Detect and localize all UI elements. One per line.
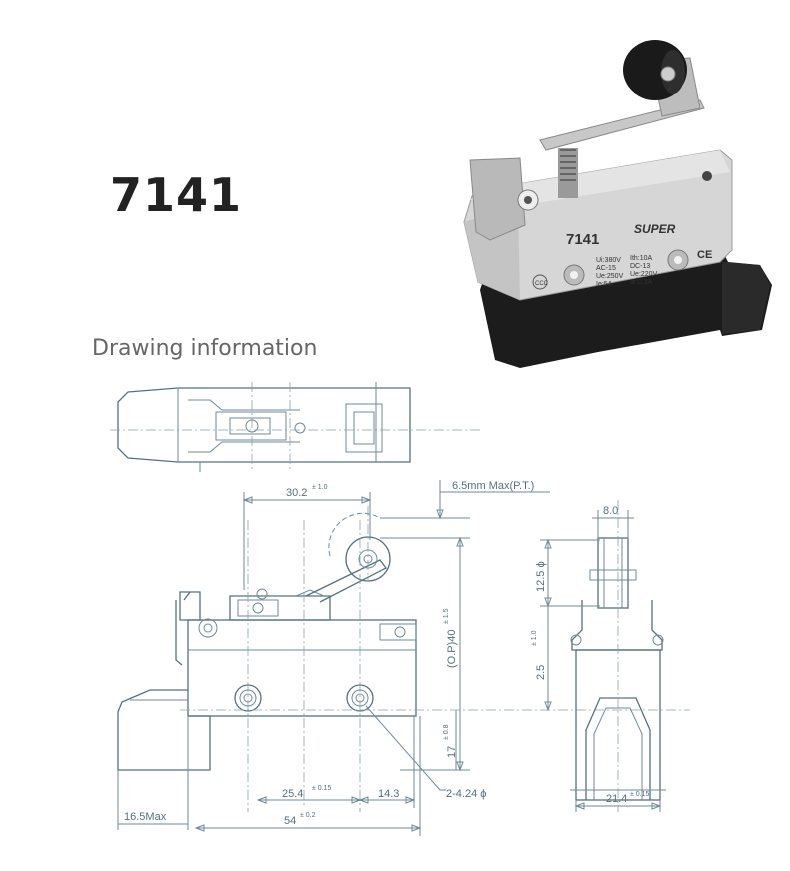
dim-pt: 6.5mm Max(P.T.) [452, 480, 534, 492]
rating-left-2: AC-15 [596, 265, 616, 272]
dim-54: 54 [284, 815, 296, 827]
dim-2-5: 2.5 [535, 665, 547, 680]
dim-17-tol: ± 0.8 [443, 724, 450, 740]
section-title: Drawing information [92, 336, 318, 361]
ccc-mark: CCC [535, 281, 549, 287]
dim-14-3: 14.3 [378, 788, 399, 800]
photo-model-label: 7141 [566, 231, 599, 248]
dim-holes: 2-4.24 ϕ [446, 788, 486, 800]
dim-op40-tol: ± 1.5 [443, 608, 450, 624]
rating-left-1: Ui:380V [596, 257, 621, 264]
dim-25-4-tol: ± 0.15 [312, 785, 332, 792]
dim-21-4: 21.4 [606, 793, 627, 805]
dim-54-tol: ± 0.2 [300, 812, 316, 819]
front-view: 30.2 ± 1.0 6.5mm Max(P.T.) (O.P)40 ± 1.5… [117, 480, 690, 836]
top-view [110, 382, 482, 472]
dim-16-5: 16.5Max [124, 811, 167, 823]
rating-left-3: Ue:250V [596, 273, 624, 280]
ce-mark: CE [697, 249, 712, 261]
side-view: 8.0 12.5 ϕ 2.5 ± 1.0 21.4 ± 0.15 [531, 500, 666, 812]
product-photo: 7141 SUPER Ui:380V AC-15 Ue:250V Ie:5A I… [463, 40, 772, 368]
dim-30-2: 30.2 [286, 487, 307, 499]
dim-21-4-tol: ± 0.15 [630, 791, 650, 798]
rating-right-1: Ith:10A [630, 255, 653, 262]
dim-17: 17 [446, 746, 458, 758]
rating-left-4: Ie:5A [596, 281, 613, 288]
dim-op40: (O.P)40 [446, 629, 458, 668]
rating-right-2: DC-13 [630, 263, 650, 270]
dim-12-5: 12.5 ϕ [535, 561, 547, 592]
dim-8-0: 8.0 [603, 505, 618, 517]
rating-right-3: Ue:220V [630, 271, 658, 278]
dim-30-2-tol: ± 1.0 [312, 484, 328, 491]
model-title: 7141 [110, 168, 243, 222]
dim-25-4: 25.4 [282, 788, 303, 800]
photo-brand-label: SUPER [634, 222, 676, 236]
dim-2-5-tol: ± 1.0 [531, 630, 538, 646]
rating-right-4: Ie:0.3A [630, 279, 653, 286]
